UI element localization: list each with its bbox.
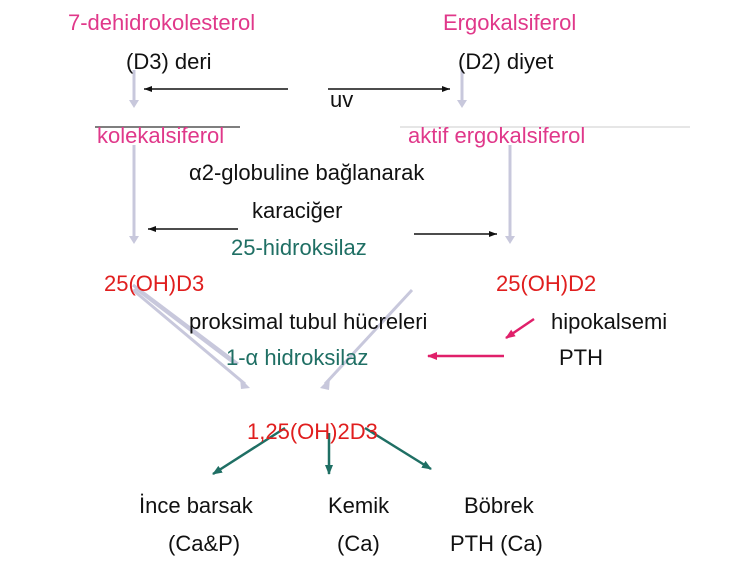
target-intestine-sub: (Ca&P) <box>168 531 241 556</box>
node-25-oh-d2: 25(OH)D2 <box>496 271 597 296</box>
target-bone-sub: (Ca) <box>337 531 380 556</box>
label-1-alpha-hydroxylase: 1-α hidroksilaz <box>226 345 369 370</box>
label-25-hydroxylase: 25-hidroksilaz <box>231 235 367 260</box>
label-proximal-tubule: proksimal tubul hücreleri <box>189 309 428 334</box>
label-d2-diet: (D2) diyet <box>458 49 554 74</box>
target-bone: Kemik <box>328 493 390 518</box>
node-25-oh-d3: 25(OH)D3 <box>104 271 205 296</box>
node-7-dehydrocholesterol: 7-dehidrokolesterol <box>68 10 256 35</box>
label-uv: uv <box>330 87 354 112</box>
node-calcitriol: 1,25(OH)2D3 <box>247 419 378 444</box>
lavender-flow-arrows <box>129 70 515 366</box>
black-arrows <box>144 86 497 237</box>
magenta-arrows <box>427 317 535 360</box>
target-kidney-sub: PTH (Ca) <box>450 531 543 556</box>
label-pth: PTH <box>559 345 603 370</box>
target-intestine: İnce barsak <box>139 493 253 518</box>
label-d3-skin: (D3) deri <box>126 49 212 74</box>
label-globulin-binding: α2-globuline bağlanarak <box>189 160 425 185</box>
label-liver: karaciğer <box>252 198 343 223</box>
node-cholecalciferol: kolekalsiferol <box>97 123 225 148</box>
teal-arrows <box>212 426 432 476</box>
node-active-ergocalciferol: aktif ergokalsiferol <box>408 123 586 148</box>
target-kidney: Böbrek <box>464 493 534 518</box>
node-ergocalciferol: Ergokalsiferol <box>443 10 577 35</box>
label-hypocalcemia: hipokalsemi <box>551 309 668 334</box>
